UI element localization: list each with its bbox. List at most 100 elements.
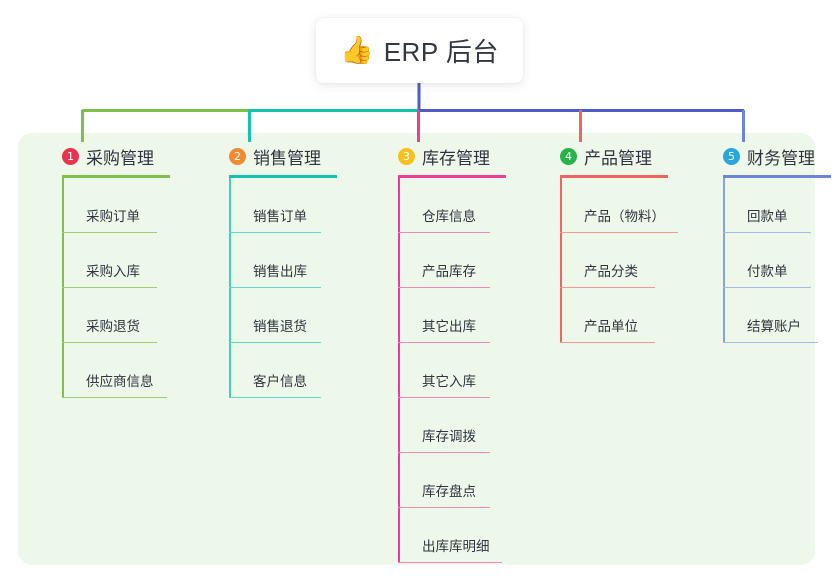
branch-spine-3 — [398, 178, 400, 563]
branch-badge-1: 1 — [62, 147, 79, 165]
leaf-item[interactable]: 产品分类 — [560, 233, 698, 288]
leaf-item[interactable]: 其它出库 — [398, 288, 526, 343]
leaf-item[interactable]: 销售出库 — [229, 233, 357, 288]
leaf-rule — [62, 396, 167, 398]
leaf-rule — [62, 231, 157, 233]
leaf-label: 销售出库 — [253, 264, 307, 279]
leaf-item[interactable]: 产品（物料） — [560, 178, 698, 233]
leaf-rule — [560, 231, 678, 233]
leaf-label: 产品库存 — [422, 264, 476, 279]
leaf-rule — [560, 341, 655, 343]
leaf-item[interactable]: 采购订单 — [62, 178, 190, 233]
branch-header-4[interactable]: 4 产品管理 — [538, 144, 698, 168]
leaf-rule — [560, 286, 655, 288]
branch-rule-2 — [229, 175, 337, 178]
branch-column-4: 4 产品管理 产品（物料） 产品分类 产品单位 — [538, 144, 698, 343]
leaf-rule — [398, 286, 490, 288]
leaf-item[interactable]: 库存盘点 — [398, 453, 526, 508]
leaf-label: 销售订单 — [253, 209, 307, 224]
leaf-item[interactable]: 销售退货 — [229, 288, 357, 343]
leaf-label: 采购退货 — [86, 319, 140, 334]
leaf-rule — [229, 286, 321, 288]
branch-column-3: 3 库存管理 仓库信息 产品库存 其它出库 其它入库 库存调拨 — [376, 144, 526, 563]
leaf-rule — [229, 341, 321, 343]
leaf-label: 产品（物料） — [584, 209, 665, 224]
leaf-item[interactable]: 产品单位 — [560, 288, 698, 343]
branch-spine-5 — [723, 178, 725, 343]
leaf-item[interactable]: 仓库信息 — [398, 178, 526, 233]
leaf-rule — [398, 451, 490, 453]
leaf-label: 供应商信息 — [86, 374, 154, 389]
branch-spine-4 — [560, 178, 562, 343]
branch-header-1[interactable]: 1 采购管理 — [40, 144, 190, 168]
branch-column-5: 5 财务管理 回款单 付款单 结算账户 — [701, 144, 839, 343]
leaf-label: 采购订单 — [86, 209, 140, 224]
diagram-panel — [18, 133, 815, 565]
branch-badge-2: 2 — [229, 147, 246, 165]
leaf-label: 库存调拨 — [422, 429, 476, 444]
leaf-label: 仓库信息 — [422, 209, 476, 224]
branch-badge-4: 4 — [560, 147, 577, 165]
branch-title-4: 产品管理 — [584, 148, 652, 168]
leaf-item[interactable]: 采购退货 — [62, 288, 190, 343]
leaf-item[interactable]: 销售订单 — [229, 178, 357, 233]
branch-title-5: 财务管理 — [747, 148, 815, 168]
leaf-item[interactable]: 回款单 — [723, 178, 839, 233]
branch-column-2: 2 销售管理 销售订单 销售出库 销售退货 客户信息 — [207, 144, 357, 398]
leaf-rule — [398, 506, 490, 508]
root-title: ERP 后台 — [383, 37, 499, 67]
leaf-item[interactable]: 供应商信息 — [62, 343, 190, 398]
leaf-label: 付款单 — [747, 264, 788, 279]
leaf-rule — [398, 396, 490, 398]
branch-header-5[interactable]: 5 财务管理 — [701, 144, 839, 168]
branch-title-3: 库存管理 — [422, 148, 490, 168]
leaf-item[interactable]: 出库库明细 — [398, 508, 526, 563]
leaf-item[interactable]: 付款单 — [723, 233, 839, 288]
branch-title-1: 采购管理 — [86, 148, 154, 168]
branch-header-2[interactable]: 2 销售管理 — [207, 144, 357, 168]
leaf-rule — [723, 341, 818, 343]
leaf-item[interactable]: 采购入库 — [62, 233, 190, 288]
branch-header-3[interactable]: 3 库存管理 — [376, 144, 526, 168]
leaf-label: 库存盘点 — [422, 484, 476, 499]
leaf-label: 其它出库 — [422, 319, 476, 334]
branch-title-2: 销售管理 — [253, 148, 321, 168]
thumbs-up-icon: 👍 — [340, 35, 374, 65]
branch-rule-4 — [560, 175, 668, 178]
branch-rule-1 — [62, 175, 170, 178]
leaf-label: 出库库明细 — [422, 539, 490, 554]
leaf-label: 销售退货 — [253, 319, 307, 334]
leaf-rule — [62, 341, 157, 343]
leaf-label: 回款单 — [747, 209, 788, 224]
branch-rule-5 — [723, 175, 831, 178]
leaf-item[interactable]: 其它入库 — [398, 343, 526, 398]
branch-items-2: 销售订单 销售出库 销售退货 客户信息 — [229, 178, 357, 398]
branch-rule-3 — [398, 175, 506, 178]
leaf-label: 采购入库 — [86, 264, 140, 279]
leaf-rule — [229, 231, 321, 233]
branch-badge-3: 3 — [398, 147, 415, 165]
branch-items-5: 回款单 付款单 结算账户 — [723, 178, 839, 343]
branch-spine-1 — [62, 178, 64, 398]
branch-badge-5: 5 — [723, 147, 740, 165]
branch-column-1: 1 采购管理 采购订单 采购入库 采购退货 供应商信息 — [40, 144, 190, 398]
leaf-label: 其它入库 — [422, 374, 476, 389]
leaf-rule — [62, 286, 157, 288]
branch-spine-2 — [229, 178, 231, 398]
leaf-label: 结算账户 — [747, 319, 801, 334]
leaf-item[interactable]: 结算账户 — [723, 288, 839, 343]
root-node[interactable]: 👍 ERP 后台 — [316, 18, 523, 83]
branch-items-3: 仓库信息 产品库存 其它出库 其它入库 库存调拨 库存盘点 — [398, 178, 526, 563]
leaf-label: 产品分类 — [584, 264, 638, 279]
leaf-rule — [398, 341, 490, 343]
leaf-rule — [723, 286, 811, 288]
leaf-rule — [398, 231, 490, 233]
leaf-item[interactable]: 客户信息 — [229, 343, 357, 398]
leaf-rule — [229, 396, 321, 398]
branch-items-4: 产品（物料） 产品分类 产品单位 — [560, 178, 698, 343]
leaf-item[interactable]: 库存调拨 — [398, 398, 526, 453]
leaf-rule — [723, 231, 811, 233]
leaf-item[interactable]: 产品库存 — [398, 233, 526, 288]
leaf-label: 产品单位 — [584, 319, 638, 334]
